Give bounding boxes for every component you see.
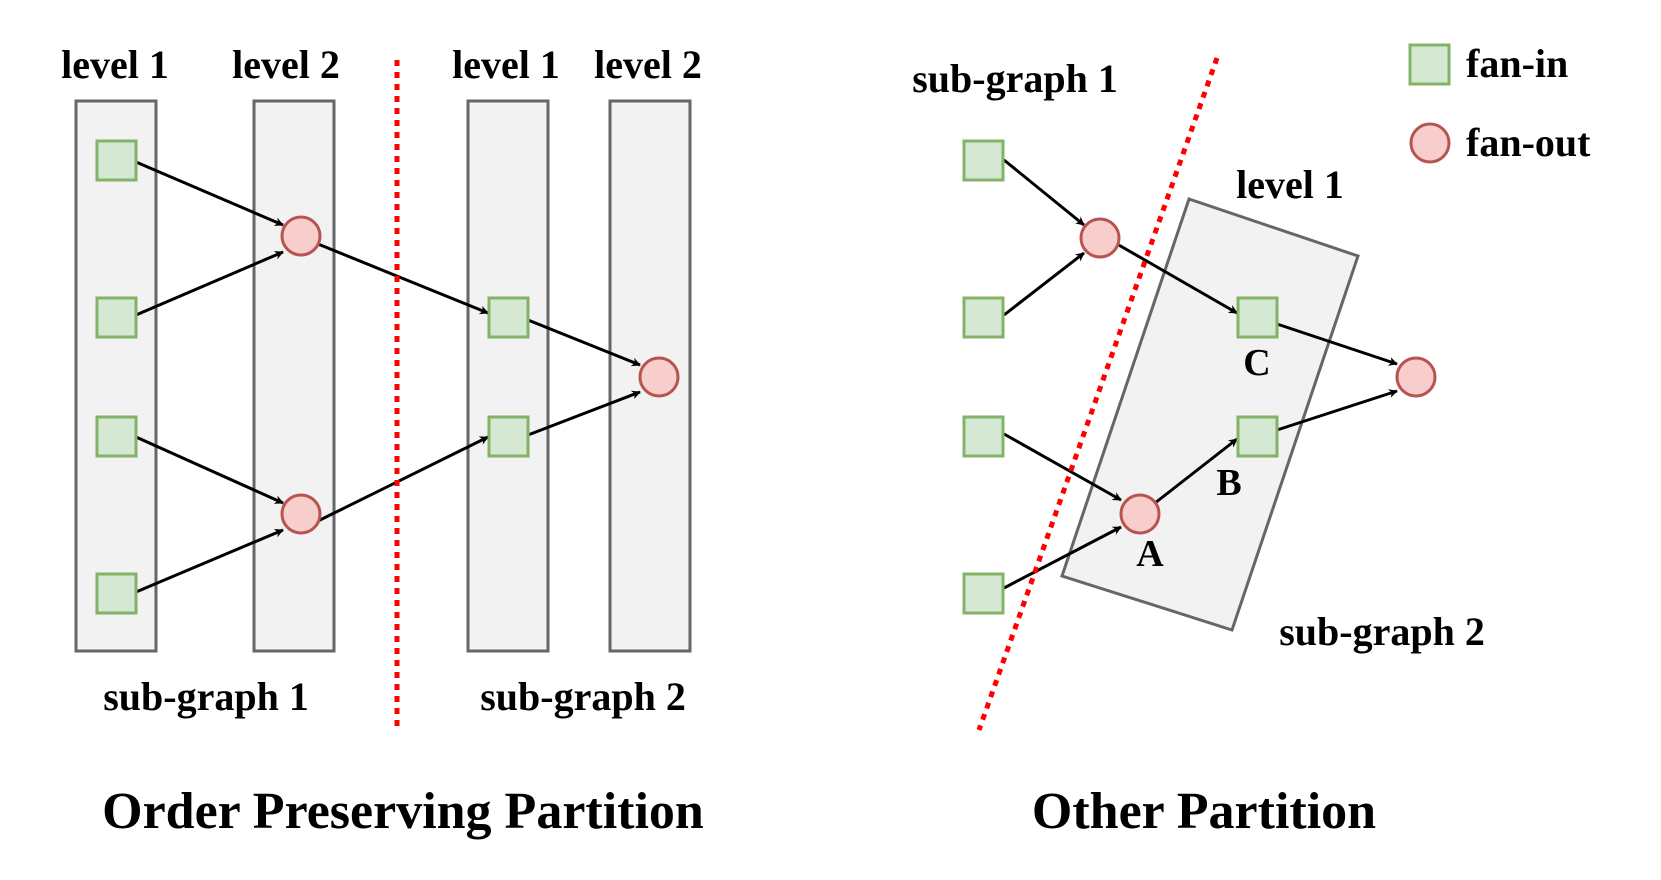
edge [135, 250, 284, 317]
legend: fan-in fan-out [1408, 41, 1591, 165]
subgraph-label: sub-graph 2 [1279, 609, 1485, 654]
fanin-node [962, 296, 1005, 339]
level-label: level 1 [61, 42, 169, 87]
fanout-node [1395, 356, 1437, 398]
fanout-node [280, 215, 322, 257]
node-label-a: A [1136, 533, 1164, 575]
fanin-node [487, 296, 530, 339]
fanout-node [1079, 217, 1121, 259]
fanout-legend-icon [1409, 122, 1451, 164]
panel-title: Other Partition [1032, 783, 1376, 840]
level-label: level 1 [1236, 162, 1344, 207]
edge [527, 318, 641, 367]
fanin-node [95, 572, 138, 615]
subgraph-label: sub-graph 2 [480, 674, 686, 719]
edge [1154, 437, 1238, 505]
edge [1003, 432, 1122, 502]
legend-fanin-label: fan-in [1466, 41, 1568, 86]
node-label-b: B [1216, 462, 1241, 504]
fanin-node-c [1236, 296, 1279, 339]
edge [1276, 389, 1398, 432]
fanin-node [95, 415, 138, 458]
level-label: level 1 [452, 42, 560, 87]
fanin-node [962, 415, 1005, 458]
edge [135, 435, 284, 505]
edge [1116, 242, 1238, 315]
other-partition-panel: sub-graph 1 level 1 C B A sub-graph 2 Ot… [912, 56, 1485, 840]
level-label: level 2 [232, 42, 340, 87]
fanin-node [95, 296, 138, 339]
edge [1003, 158, 1085, 227]
fanout-node-a [1119, 493, 1161, 535]
panel-title: Order Preserving Partition [102, 783, 704, 840]
fanin-legend-icon [1408, 43, 1451, 86]
subgraph-label: sub-graph 1 [912, 56, 1118, 101]
level-label: level 2 [594, 42, 702, 87]
column-sg1-level1 [74, 99, 158, 653]
node-label-c: C [1243, 342, 1270, 384]
edge [317, 435, 489, 523]
edge [1003, 525, 1122, 590]
edge [1276, 322, 1398, 366]
column-sg2-level1 [466, 99, 550, 653]
fanout-node [638, 356, 680, 398]
fanin-node [962, 572, 1005, 615]
edge [135, 528, 284, 594]
fanout-node [280, 493, 322, 535]
edge [317, 242, 489, 315]
order-preserving-panel: level 1 level 2 level 1 level 2 sub-grap… [61, 42, 704, 840]
fanin-node [95, 139, 138, 182]
subgraph-label: sub-graph 1 [103, 674, 309, 719]
edge [135, 160, 284, 227]
fanin-node [487, 415, 530, 458]
column-sg1-level2 [252, 99, 336, 653]
level1-tilted-box [1060, 197, 1360, 632]
legend-fanout-label: fan-out [1466, 120, 1591, 165]
edge [1003, 251, 1085, 317]
edge [527, 390, 641, 437]
fanin-node-b [1236, 415, 1279, 458]
fanin-node [962, 139, 1005, 182]
